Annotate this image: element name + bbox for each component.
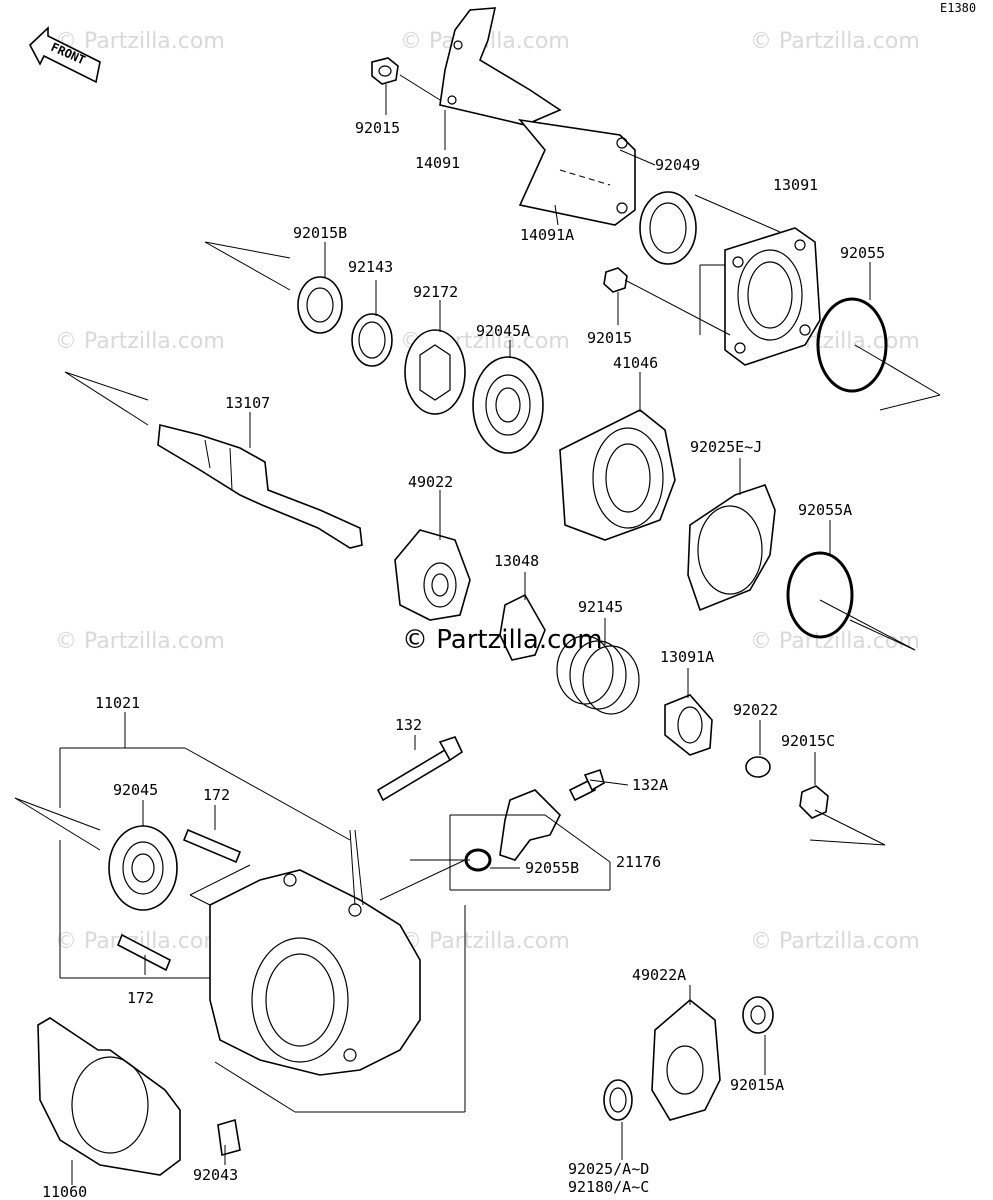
watermark: © Partzilla.com <box>55 29 225 54</box>
center-watermark: © Partzilla.com <box>402 625 603 655</box>
part-label: 92143 <box>348 258 393 276</box>
part-label: 41046 <box>613 354 658 372</box>
part-label: 92015C <box>781 732 835 750</box>
bolt-132A <box>568 768 605 802</box>
part-label: 92055B <box>525 859 579 877</box>
housing-41046 <box>559 409 676 541</box>
gear-49022 <box>394 529 471 621</box>
nut-92015-mid <box>603 267 628 293</box>
plate-14091A <box>518 118 636 226</box>
shaft-13107 <box>157 423 363 549</box>
stud-172-upper <box>182 828 242 864</box>
part-label: 172 <box>127 989 154 1007</box>
part-label: 92025/A~D <box>568 1160 649 1178</box>
part-label: 132 <box>395 716 422 734</box>
watermark: © Partzilla.com <box>55 629 225 654</box>
part-label: 92022 <box>733 701 778 719</box>
housing-13091 <box>724 227 821 366</box>
leader-lines <box>14 74 941 1185</box>
part-label: 132A <box>632 776 668 794</box>
part-label: 13048 <box>494 552 539 570</box>
part-label: 92045 <box>113 781 158 799</box>
part-label: 13091A <box>660 648 714 666</box>
part-label: 92043 <box>193 1166 238 1184</box>
nut-92015A <box>742 996 774 1034</box>
case-11021 <box>209 869 421 1076</box>
oring-92055A <box>786 551 854 639</box>
part-label: 92180/A~C <box>568 1178 649 1196</box>
washer-92022 <box>745 756 771 778</box>
collar-13091A <box>664 694 713 756</box>
watermark: © Partzilla.com <box>750 29 920 54</box>
part-label: 11021 <box>95 694 140 712</box>
part-label: 49022 <box>408 473 453 491</box>
part-labels: 92015 14091 92049 13091 14091A 92015B 92… <box>42 119 885 1200</box>
nut-92015-top <box>371 57 399 85</box>
bearing-92045A <box>472 356 544 454</box>
nut-92015B <box>297 276 343 334</box>
shim-92172 <box>404 329 466 415</box>
gasket-11060 <box>37 1017 181 1176</box>
sensor-21176 <box>499 789 561 861</box>
part-label: 13091 <box>773 176 818 194</box>
oring-92055 <box>816 297 888 393</box>
part-label: 92172 <box>413 283 458 301</box>
watermark: © Partzilla.com <box>400 929 570 954</box>
part-label: 92055 <box>840 244 885 262</box>
part-label: 49022A <box>632 966 686 984</box>
part-label: 14091 <box>415 154 460 172</box>
nut-92015C <box>799 785 829 819</box>
watermark: © Partzilla.com <box>55 329 225 354</box>
seal-92049 <box>639 191 697 265</box>
part-label: 92055A <box>798 501 852 519</box>
part-label: 14091A <box>520 226 574 244</box>
part-label: 92015A <box>730 1076 784 1094</box>
washer-92025 <box>603 1079 633 1121</box>
part-label: 13107 <box>225 394 270 412</box>
part-label: 92145 <box>578 598 623 616</box>
diagram-code: E1380 <box>940 1 976 15</box>
bearing-92045 <box>108 825 178 911</box>
pin-92043 <box>217 1118 241 1157</box>
collar-92143 <box>351 313 393 367</box>
cover-14091 <box>439 7 562 126</box>
watermark: © Partzilla.com <box>750 929 920 954</box>
part-label: 92049 <box>655 156 700 174</box>
part-label: 92015B <box>293 224 347 242</box>
bolt-132 <box>376 736 464 802</box>
part-label: 92015 <box>587 329 632 347</box>
gasket-92025E-J <box>687 484 776 612</box>
spring-92145 <box>556 635 640 715</box>
part-label: 92015 <box>355 119 400 137</box>
part-label: 92045A <box>476 322 530 340</box>
part-label: 92025E~J <box>690 438 762 456</box>
part-label: 172 <box>203 786 230 804</box>
stud-172-lower <box>116 933 172 972</box>
gear-49022A <box>651 998 721 1121</box>
part-label: 21176 <box>616 853 661 871</box>
part-label: 11060 <box>42 1183 87 1200</box>
